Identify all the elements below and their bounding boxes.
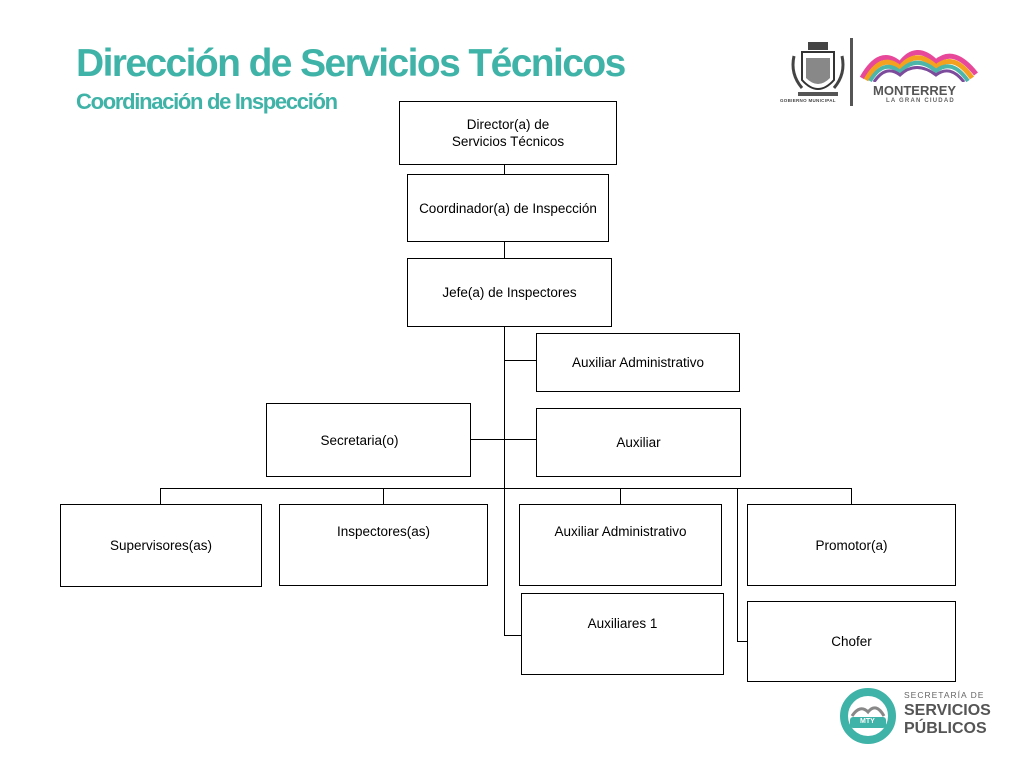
connector-line <box>851 488 852 504</box>
monterrey-tagline: LA GRAN CIUDAD <box>886 98 955 104</box>
connector-line <box>504 635 521 636</box>
municipal-caption: GOBIERNO MUNICIPAL <box>780 98 836 103</box>
box-inspectores: Inspectores(as) <box>279 504 488 586</box>
box-auxiliar: Auxiliar <box>536 408 741 477</box>
connector-line <box>737 488 738 642</box>
connector-line <box>383 488 384 504</box>
box-coordinador: Coordinador(a) de Inspección <box>407 174 609 242</box>
mty-ring-icon <box>840 688 896 744</box>
connector-line <box>620 488 621 504</box>
box-auxiliar-administrativo-top: Auxiliar Administrativo <box>536 333 740 392</box>
box-auxiliares: Auxiliares 1 <box>521 593 724 675</box>
box-auxiliar-administrativo-bottom: Auxiliar Administrativo <box>519 504 722 586</box>
servicios-line3: PÚBLICOS <box>904 720 987 737</box>
connector-line <box>504 360 536 361</box>
connector-line <box>504 242 505 258</box>
connector-line <box>160 488 161 504</box>
page-subtitle: Coordinación de Inspección <box>76 89 338 114</box>
connector-line <box>160 488 852 489</box>
logo-divider <box>850 38 853 106</box>
connector-line <box>504 488 505 636</box>
box-secretaria: Secretaria(o) <box>266 403 471 477</box>
municipal-crest-icon <box>791 42 845 96</box>
servicios-line2: SERVICIOS <box>904 702 991 719</box>
monterrey-logo: GOBIERNO MUNICIPAL MONTERREY LA GRAN CIU… <box>780 34 990 114</box>
mountain-rainbow-icon <box>859 50 978 82</box>
page-title: Dirección de Servicios Técnicos <box>76 42 626 85</box>
connector-line <box>504 165 505 174</box>
connector-line <box>471 439 536 440</box>
servicios-line1: SECRETARÍA DE <box>904 690 985 700</box>
box-promotor: Promotor(a) <box>747 504 956 586</box>
mty-badge-text: MTY <box>860 718 875 725</box>
connector-line <box>504 327 505 488</box>
servicios-publicos-logo: MTY SECRETARÍA DE SERVICIOS PÚBLICOS <box>832 682 1012 762</box>
monterrey-name: MONTERREY <box>873 83 957 98</box>
box-chofer: Chofer <box>747 601 956 682</box>
box-supervisores: Supervisores(as) <box>60 504 262 587</box>
box-jefe-inspectores: Jefe(a) de Inspectores <box>407 258 612 327</box>
connector-line <box>737 641 747 642</box>
box-director: Director(a) de Servicios Técnicos <box>399 101 617 165</box>
